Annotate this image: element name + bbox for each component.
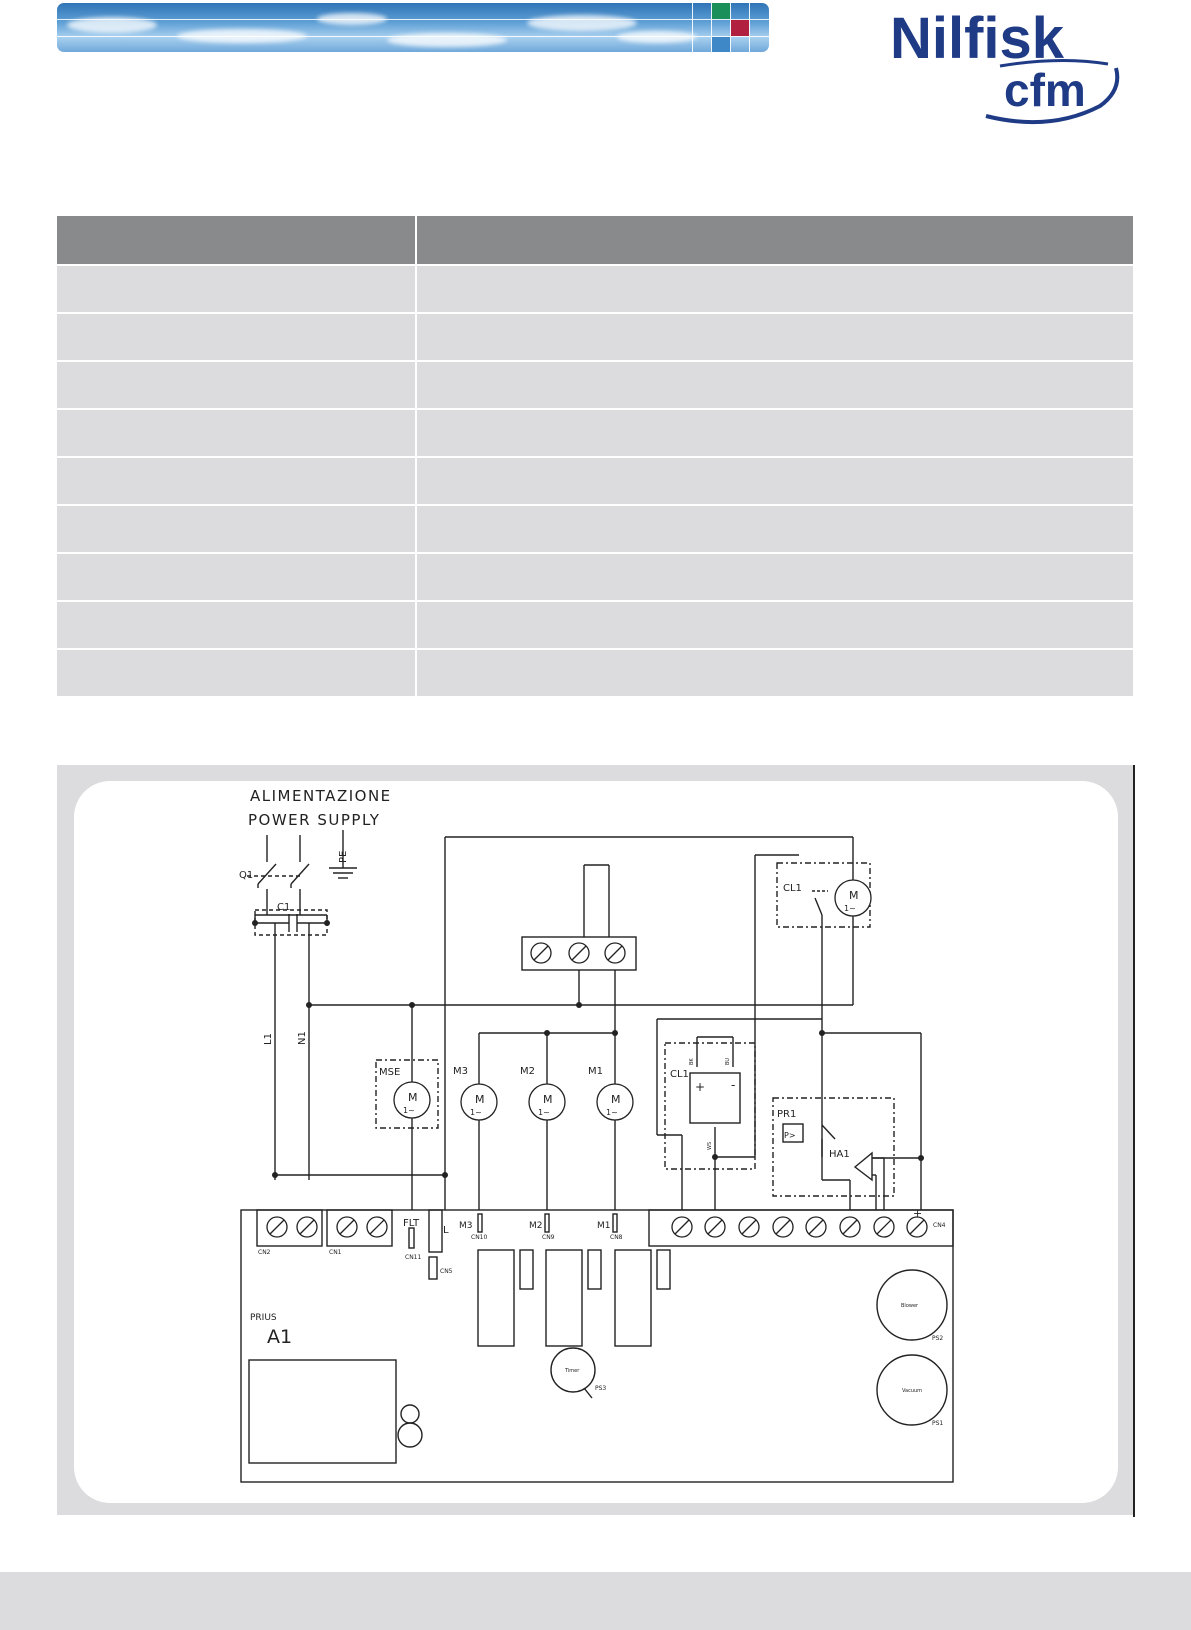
label-cn9: CN9: [542, 1234, 555, 1241]
table-cell: [57, 408, 417, 457]
motor-phase-m3: 1~: [470, 1108, 482, 1117]
label-cn5: CN5: [440, 1268, 453, 1275]
table-cell: [416, 552, 1133, 601]
supply-label-en: POWER SUPPLY: [248, 811, 380, 829]
table-cell: [57, 456, 417, 505]
table-row: [57, 552, 1133, 601]
label-ps3: PS3: [595, 1385, 606, 1392]
footer-band: [0, 1572, 1191, 1630]
table-header-row: [57, 216, 1133, 265]
label-m2: M2: [520, 1066, 535, 1077]
table-cell: [416, 360, 1133, 409]
label-bu: BU: [725, 1058, 731, 1065]
label-c1: C1: [277, 902, 290, 913]
motor-letter-m2: M: [543, 1093, 553, 1106]
motor-phase-cl1: 1~: [844, 904, 856, 913]
brand-sub: cfm: [1004, 64, 1086, 116]
label-q1: Q1: [239, 870, 253, 881]
dial-label-timer: Timer: [564, 1368, 580, 1374]
schematic-panel: [57, 765, 1133, 1515]
table-cell: [416, 504, 1133, 553]
label-py: P>: [784, 1131, 796, 1140]
label-pe: PE: [338, 851, 349, 863]
schematic-card: [74, 781, 1118, 1503]
table-row: [57, 264, 1133, 313]
motor-phase-m2: 1~: [538, 1108, 550, 1117]
table-cell: [416, 648, 1133, 696]
label-bk: BK: [689, 1058, 695, 1065]
label-ps2: PS2: [932, 1335, 943, 1342]
table-row: [57, 360, 1133, 409]
label-plus-cl1: +: [695, 1080, 705, 1094]
label-m1: M1: [588, 1066, 603, 1077]
table-header-cell: [416, 216, 1133, 265]
table-row: [57, 456, 1133, 505]
motor-letter-cl1: M: [849, 889, 859, 902]
label-l: L: [443, 1225, 449, 1236]
label-pr1: PR1: [777, 1109, 796, 1120]
label-prius: PRIUS: [250, 1313, 277, 1323]
table-cell: [416, 312, 1133, 361]
table-row: [57, 600, 1133, 649]
label-minus-cl1: -: [731, 1078, 735, 1092]
table-row: [57, 504, 1133, 553]
label-ps1: PS1: [932, 1420, 943, 1427]
table-cell: [416, 600, 1133, 649]
motor-phase-mse: 1~: [403, 1106, 415, 1115]
nilfisk-cfm-logo: Nilfisk cfm: [890, 6, 1140, 132]
table-cell: [57, 264, 417, 313]
table-cell: [57, 600, 417, 649]
banner-tile-green: [712, 3, 730, 19]
table-row: [57, 648, 1133, 696]
banner-tile-red: [731, 20, 749, 36]
label-flt: FLT: [403, 1218, 420, 1229]
table-cell: [416, 408, 1133, 457]
table-cell: [57, 552, 417, 601]
label-cn1: CN1: [329, 1249, 342, 1256]
table-row: [57, 408, 1133, 457]
motor-phase-m1: 1~: [606, 1108, 618, 1117]
panel-divider: [1133, 765, 1135, 1517]
label-m2-board: M2: [529, 1221, 543, 1231]
supply-label-it: ALIMENTAZIONE: [250, 787, 392, 805]
table-cell: [416, 456, 1133, 505]
label-l1: L1: [263, 1033, 274, 1045]
banner-tile-blue: [712, 37, 730, 52]
dial-label-vacuum: Vacuum: [902, 1388, 922, 1394]
table-cell: [57, 648, 417, 696]
label-plus-board: +: [913, 1207, 922, 1220]
wiring-diagram: ALIMENTAZIONE POWER SUPPLY Q1 C1 PE L1 N…: [239, 787, 954, 1483]
label-mse: MSE: [379, 1067, 400, 1078]
header-banner: [57, 3, 769, 52]
label-m3-board: M3: [459, 1221, 473, 1231]
motor-letter-m1: M: [611, 1093, 621, 1106]
table-cell: [57, 504, 417, 553]
label-ws: WS: [707, 1142, 713, 1150]
label-m1-board: M1: [597, 1221, 611, 1231]
motor-letter-m3: M: [475, 1093, 485, 1106]
table-header-cell: [57, 216, 417, 265]
table-cell: [57, 312, 417, 361]
label-ha1: HA1: [829, 1149, 850, 1160]
label-cn11: CN11: [405, 1254, 421, 1261]
label-cl1-top: CL1: [783, 883, 802, 894]
label-m3: M3: [453, 1066, 468, 1077]
label-n1: N1: [297, 1031, 308, 1045]
label-a1: A1: [267, 1326, 292, 1348]
specification-table: [57, 216, 1133, 696]
label-cn8: CN8: [610, 1234, 623, 1241]
dial-label-blower: Blower: [901, 1303, 919, 1309]
label-cn4: CN4: [933, 1222, 946, 1229]
table-row: [57, 312, 1133, 361]
label-cn2: CN2: [258, 1249, 271, 1256]
label-cn10: CN10: [471, 1234, 487, 1241]
table-cell: [416, 264, 1133, 313]
motor-letter-mse: M: [408, 1091, 418, 1104]
table-cell: [57, 360, 417, 409]
label-cl1-mid: CL1: [670, 1069, 689, 1080]
